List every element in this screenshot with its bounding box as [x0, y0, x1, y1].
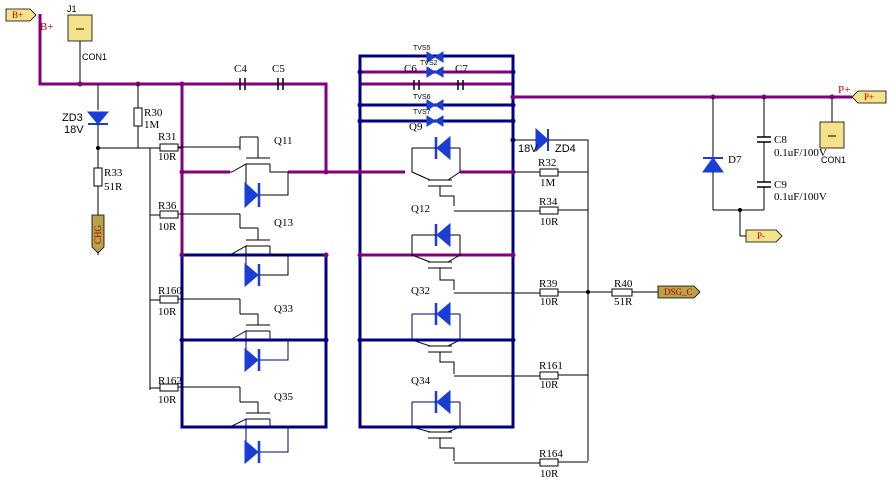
svg-text:Q9: Q9: [409, 121, 423, 133]
b-plus-net-label: B+: [40, 21, 54, 33]
svg-text:C4: C4: [234, 63, 247, 75]
svg-text:10R: 10R: [540, 468, 559, 480]
svg-text:10R: 10R: [158, 306, 177, 318]
svg-text:CHG: CHG: [93, 224, 103, 244]
connector-j2: CON1: [819, 97, 846, 165]
mosfet-q34: Q34: [411, 375, 461, 461]
svg-text:1M: 1M: [540, 177, 556, 189]
svg-text:10R: 10R: [158, 394, 177, 406]
svg-text:18V: 18V: [518, 143, 538, 155]
left-gate-network: ZD3 18V R30 1M R33 51R R31 10R R36 10R R…: [62, 84, 240, 406]
svg-text:51R: 51R: [104, 181, 123, 193]
chg-port: CHG: [91, 214, 105, 254]
svg-text:10R: 10R: [540, 296, 559, 308]
mosfet-q11: Q11: [230, 135, 293, 209]
svg-text:R33: R33: [104, 167, 123, 179]
mosfet-q9: Q9: [409, 121, 461, 206]
svg-text:Q11: Q11: [274, 135, 293, 147]
tvs-block: TVS5 TVS2 TVS6 TVS7 C6 C7: [404, 45, 468, 127]
svg-text:R30: R30: [144, 107, 163, 119]
svg-text:0.1uF/100V: 0.1uF/100V: [774, 147, 827, 159]
ground-net: [180, 54, 515, 429]
svg-text:R40: R40: [614, 278, 633, 290]
svg-text:R36: R36: [158, 200, 177, 212]
svg-text:Q33: Q33: [274, 303, 293, 315]
svg-text:18V: 18V: [64, 124, 84, 136]
svg-text:C9: C9: [774, 179, 787, 191]
dsg-port: DSG_C: [657, 285, 701, 299]
svg-text:R31: R31: [158, 131, 176, 143]
svg-text:TVS2: TVS2: [420, 60, 438, 67]
svg-text:51R: 51R: [614, 296, 633, 308]
svg-text:Q34: Q34: [411, 375, 430, 387]
svg-text:DSG_C: DSG_C: [664, 287, 693, 297]
svg-text:C6: C6: [404, 63, 417, 75]
svg-text:10R: 10R: [540, 379, 559, 391]
p-plus-port: P+: [851, 90, 887, 104]
capacitor-c4: C4: [234, 63, 247, 90]
svg-text:Q13: Q13: [274, 217, 293, 229]
svg-text:10R: 10R: [540, 216, 559, 228]
mosfet-q33: Q33: [229, 299, 293, 373]
svg-text:10R: 10R: [158, 221, 177, 233]
svg-text:R160: R160: [158, 285, 182, 297]
output-filter: D7 C8 0.1uF/100V C9 0.1uF/100V: [702, 97, 827, 237]
svg-text:1M: 1M: [144, 119, 160, 131]
svg-text:R32: R32: [538, 157, 556, 169]
svg-text:R34: R34: [539, 196, 558, 208]
mosfet-q13: Q13: [229, 214, 293, 288]
svg-text:C5: C5: [272, 63, 285, 75]
svg-text:J1: J1: [67, 4, 77, 14]
svg-text:ZD4: ZD4: [555, 143, 576, 155]
p-minus-port: P-: [745, 229, 783, 243]
svg-text:R164: R164: [539, 448, 563, 460]
svg-text:ZD3: ZD3: [62, 112, 83, 124]
svg-text:CON1: CON1: [82, 52, 107, 62]
mosfet-q12: Q12: [411, 203, 461, 290]
connector-j1: J1 CON1: [67, 4, 107, 84]
svg-text:R161: R161: [539, 360, 563, 372]
svg-text:B+: B+: [12, 10, 23, 20]
svg-text:Q12: Q12: [411, 203, 430, 215]
b-plus-port: B+: [5, 8, 37, 22]
svg-text:Q35: Q35: [274, 391, 293, 403]
svg-text:P-: P-: [757, 231, 765, 241]
svg-text:C7: C7: [455, 63, 468, 75]
svg-text:CON1: CON1: [821, 155, 846, 165]
svg-text:TVS6: TVS6: [413, 94, 431, 101]
p-plus-net-label: P+: [838, 84, 850, 96]
svg-text:P+: P+: [864, 92, 874, 102]
svg-text:TVS7: TVS7: [413, 109, 431, 116]
svg-text:10R: 10R: [158, 151, 177, 163]
svg-text:Q32: Q32: [411, 285, 430, 297]
svg-text:R162: R162: [158, 375, 182, 387]
right-gate-network: 18V ZD4 R32 1M R34 10R R39 10R R40 51R R…: [454, 127, 658, 480]
junctions: [77, 69, 835, 343]
svg-text:TVS5: TVS5: [413, 45, 431, 52]
svg-text:R39: R39: [539, 278, 558, 290]
mosfet-q35: Q35: [229, 387, 293, 465]
svg-text:C8: C8: [774, 134, 787, 146]
capacitor-c5: C5: [272, 63, 285, 90]
svg-text:D7: D7: [728, 154, 742, 166]
mosfet-q32: Q32: [411, 285, 461, 374]
svg-text:0.1uF/100V: 0.1uF/100V: [774, 191, 827, 203]
